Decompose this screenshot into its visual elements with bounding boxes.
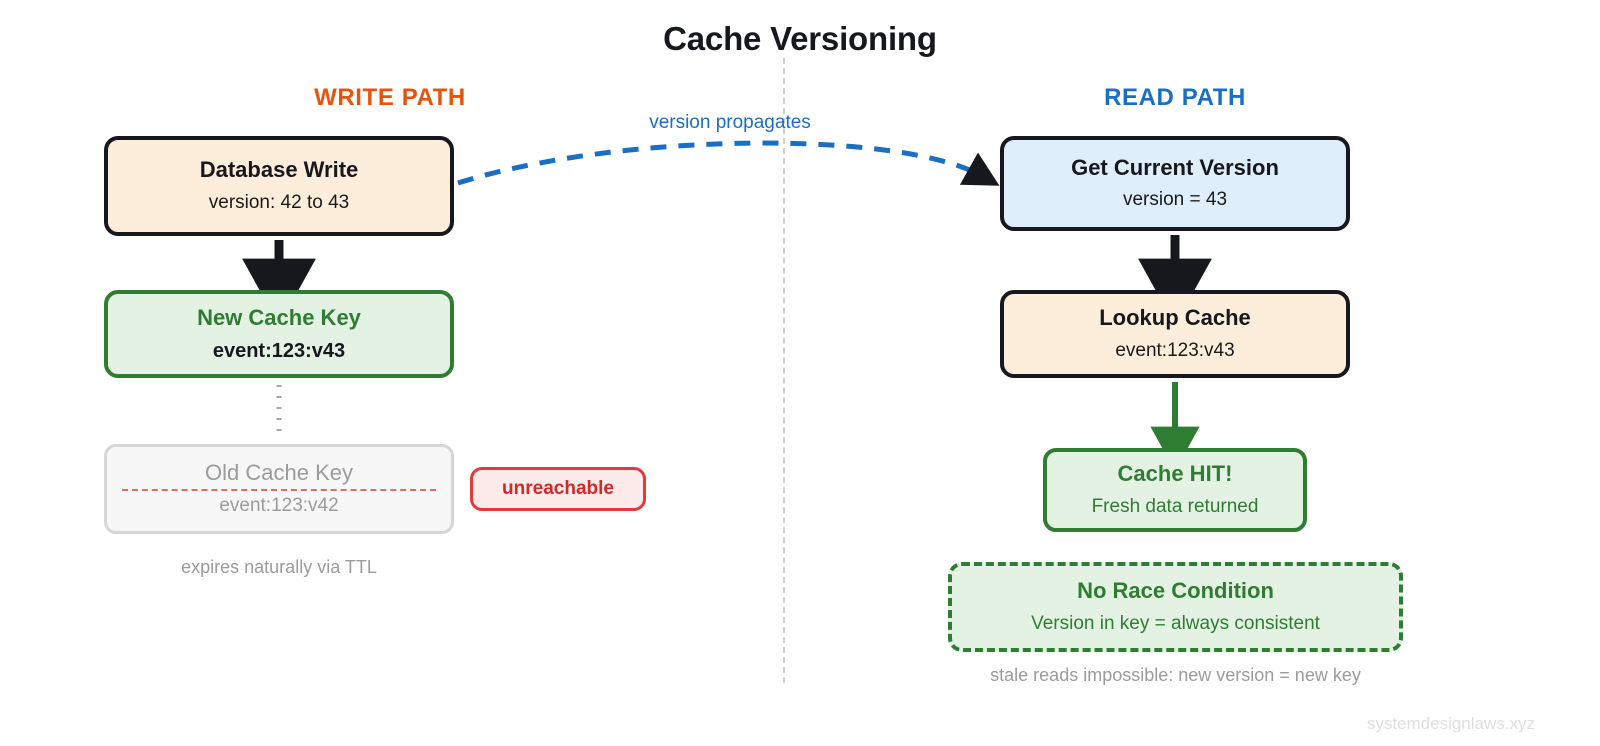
node-cache-hit-title: Cache HIT! [1117,461,1233,487]
node-old-cache-key-subtitle: event:123:v42 [219,494,339,516]
edge-version-propagates [457,140,1000,186]
node-new-cache-key-title: New Cache Key [197,304,361,330]
node-cache-hit[interactable]: Cache HIT! Fresh data returned [1043,448,1307,532]
column-header-read-path: READ PATH [1104,84,1246,111]
status-badge-unreachable: unreachable [470,467,646,511]
node-database-write[interactable]: Database Write version: 42 to 43 [104,136,454,236]
node-no-race-condition[interactable]: No Race Condition Version in key = alway… [948,562,1403,652]
node-lookup-cache[interactable]: Lookup Cache event:123:v43 [1000,290,1350,378]
node-old-cache-key-title: Old Cache Key [205,460,353,486]
node-new-cache-key-subtitle: event:123:v43 [212,340,346,363]
node-database-write-title: Database Write [199,157,359,183]
node-new-cache-key[interactable]: New Cache Key event:123:v43 [104,290,454,378]
strikethrough-line-old-cache-key [122,489,436,491]
caption-expires-via-ttl: expires naturally via TTL [181,557,377,577]
node-no-race-condition-title: No Race Condition [1077,578,1274,604]
node-lookup-cache-title: Lookup Cache [1099,305,1251,331]
edge-label-version-propagates: version propagates [649,112,811,133]
node-get-current-version[interactable]: Get Current Version version = 43 [1000,136,1350,231]
node-no-race-condition-subtitle: Version in key = always consistent [1031,612,1320,634]
node-database-write-subtitle: version: 42 to 43 [208,191,350,213]
node-get-current-version-subtitle: version = 43 [1122,189,1228,211]
node-cache-hit-subtitle: Fresh data returned [1091,495,1259,517]
page-title: Cache Versioning [663,20,937,57]
center-divider [783,58,785,683]
caption-stale-reads-impossible: stale reads impossible: new version = ne… [990,665,1361,685]
footer-watermark: systemdesignlaws.xyz [1366,714,1535,733]
node-get-current-version-title: Get Current Version [1071,154,1279,180]
node-lookup-cache-subtitle: event:123:v43 [1115,339,1235,361]
column-header-write-path: WRITE PATH [314,84,466,111]
